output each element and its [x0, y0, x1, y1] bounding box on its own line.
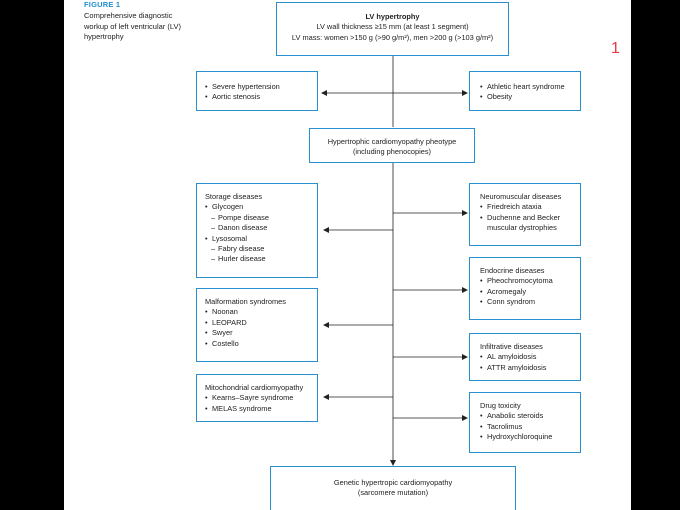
lv-mass-criterion: LV mass: women >150 g (>90 g/m²), men >2… [291, 32, 494, 42]
neuromuscular-title: Neuromuscular diseases [480, 192, 562, 201]
drug-toxicity-title: Drug toxicity [480, 401, 521, 410]
list-item: Anabolic steroids [480, 411, 580, 422]
genetic-hcm-box: Genetic hypertropic cardiomyopathy (sarc… [270, 466, 516, 510]
infiltrative-title: Infiltrative diseases [480, 342, 543, 351]
hcm-phenotype-box: Hypertrophic cardiomyopathy pheotype (in… [309, 128, 475, 163]
lv-hypertrophy-box: LV hypertrophy LV wall thickness ≥15 mm … [276, 2, 509, 56]
genetic-hcm-title: Genetic hypertropic cardiomyopathy [333, 478, 453, 487]
page-number: 1 [611, 40, 620, 57]
list-item: Tacrolimus [480, 422, 580, 433]
list-item: Conn syndrom [480, 297, 580, 308]
list-item: muscular dystrophies [487, 223, 557, 233]
neuromuscular-box: Neuromuscular diseases Friedreich ataxia… [469, 183, 581, 246]
lv-hypertrophy-title: LV hypertrophy [365, 12, 420, 21]
list-item: Obesity [480, 92, 580, 103]
list-item: Pheochromocytoma [480, 276, 580, 287]
list-item: Glycogen [205, 202, 317, 213]
list-item: Pompe disease [205, 213, 317, 224]
list-item: ATTR amyloidosis [480, 363, 580, 374]
list-item: Costello [205, 339, 317, 350]
list-item: LEOPARD [205, 318, 317, 329]
malformation-title: Malformation syndromes [205, 297, 286, 306]
hcm-phenotype-title: Hypertrophic cardiomyopathy pheotype [327, 137, 457, 146]
endocrine-box: Endocrine diseases Pheochromocytoma Acro… [469, 257, 581, 320]
list-item: MELAS syndrome [205, 404, 317, 415]
list-item: Acromegaly [480, 287, 580, 298]
infiltrative-box: Infiltrative diseases AL amyloidosis ATT… [469, 333, 581, 381]
list-item: Friedreich ataxia [480, 202, 580, 213]
list-item: Noonan [205, 307, 317, 318]
list-item: Aortic stenosis [205, 92, 317, 103]
hypertensive-box: Severe hypertension Aortic stenosis [196, 71, 318, 111]
malformation-box: Malformation syndromes Noonan LEOPARD Sw… [196, 288, 318, 362]
storage-diseases-box: Storage diseases Glycogen Pompe disease … [196, 183, 318, 278]
figure-page: FIGURE 1 Comprehensive diagnostic workup… [64, 0, 631, 510]
list-item: AL amyloidosis [480, 352, 580, 363]
list-item: Severe hypertension [205, 82, 317, 93]
list-item: Duchenne and Becker [480, 213, 580, 224]
figure-caption: Comprehensive diagnostic workup of left … [84, 11, 181, 41]
mitochondrial-box: Mitochondrial cardiomyopathy Kearns–Sayr… [196, 374, 318, 422]
figure-label: FIGURE 1 [84, 0, 121, 9]
hcm-phenotype-subtitle: (including phenocopies) [352, 147, 432, 157]
lv-wall-thickness-criterion: LV wall thickness ≥15 mm (at least 1 seg… [316, 22, 469, 32]
list-item: Danon disease [205, 223, 317, 234]
endocrine-title: Endocrine diseases [480, 266, 545, 275]
connector-lines [321, 55, 468, 466]
list-item: Lysosomal [205, 234, 317, 245]
list-item: Swyer [205, 328, 317, 339]
genetic-hcm-subtitle: (sarcomere mutation) [357, 488, 429, 498]
storage-diseases-title: Storage diseases [205, 192, 263, 201]
list-item: Kearns–Sayre syndrome [205, 393, 317, 404]
list-item: Hydroxychloroquine [480, 432, 580, 443]
athletic-box: Athletic heart syndrome Obesity [469, 71, 581, 111]
list-item: Hurler disease [205, 254, 317, 265]
list-item: Athletic heart syndrome [480, 82, 580, 93]
mitochondrial-title: Mitochondrial cardiomyopathy [205, 383, 304, 392]
list-item: Fabry disease [205, 244, 317, 255]
drug-toxicity-box: Drug toxicity Anabolic steroids Tacrolim… [469, 392, 581, 453]
